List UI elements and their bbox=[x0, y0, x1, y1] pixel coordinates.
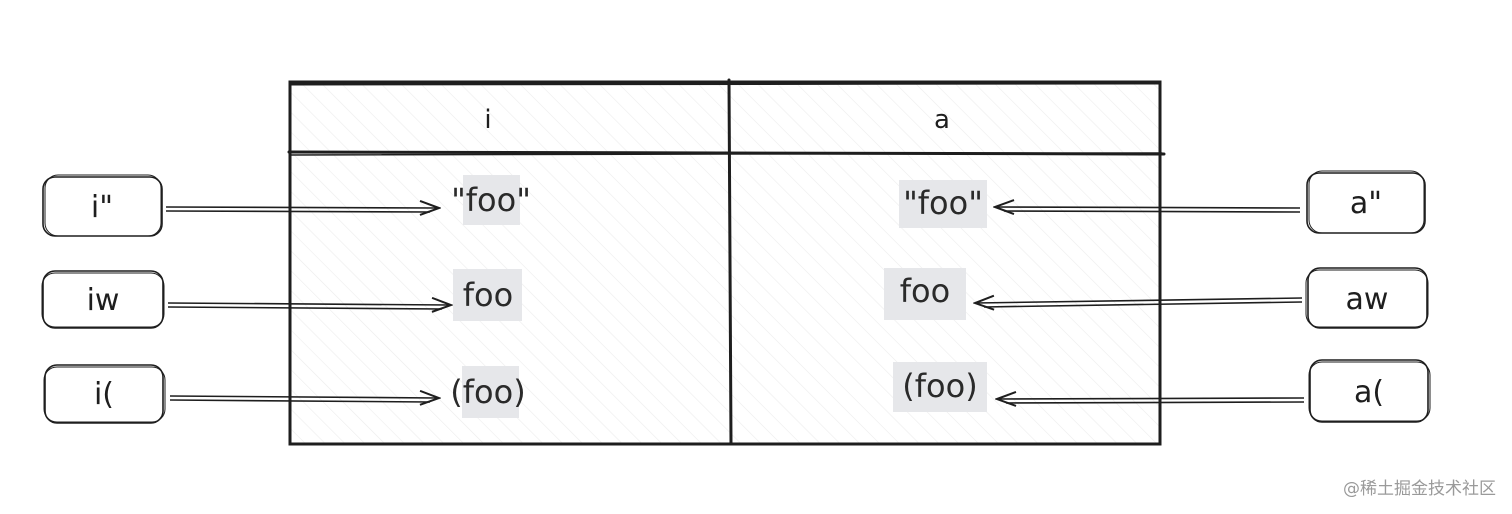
arrow-inner-paren-double bbox=[169, 399, 431, 403]
highlight-around-quote bbox=[899, 180, 987, 228]
arrow-around-paren bbox=[998, 398, 1305, 399]
inner-paren-suffix: ) bbox=[513, 373, 525, 411]
highlight-inner-word bbox=[453, 269, 522, 321]
arrow-around-word bbox=[976, 298, 1303, 303]
highlight-inner-quote bbox=[463, 175, 520, 225]
inner-row-quote: "foo" bbox=[451, 181, 531, 219]
right-command-label-paren: a( bbox=[1354, 375, 1384, 410]
arrow-around-quote bbox=[996, 207, 1301, 208]
inner-paren-word: foo bbox=[463, 373, 513, 411]
inner-quote-prefix: " bbox=[451, 181, 466, 219]
inner-quote-suffix: " bbox=[516, 181, 531, 219]
table-hatch-fill bbox=[290, 82, 1160, 444]
inner-word-word: foo bbox=[463, 276, 513, 314]
arrow-around-quote-double bbox=[1003, 210, 1301, 213]
inner-quote-word: foo bbox=[466, 181, 516, 219]
column-header-i: i bbox=[484, 105, 491, 135]
left-command-label-quote: i" bbox=[91, 190, 113, 225]
around-row-quote: "foo" bbox=[903, 184, 983, 222]
arrow-around-paren-double bbox=[1005, 401, 1305, 404]
column-header-a: a bbox=[934, 105, 950, 135]
right-command-boxes bbox=[1305, 170, 1431, 423]
arrow-inner-word bbox=[167, 303, 450, 305]
inner-column-text: "foo" foo (foo) bbox=[450, 181, 531, 411]
highlight-around-paren bbox=[893, 362, 987, 412]
around-column-text: "foo" foo (foo) bbox=[900, 184, 983, 405]
inner-row-word: foo bbox=[463, 276, 513, 314]
command-box-around-paren bbox=[1308, 359, 1431, 423]
highlight-inner-paren bbox=[462, 366, 519, 418]
command-box-inner-word bbox=[41, 270, 165, 329]
table-frame bbox=[287, 78, 1166, 446]
right-command-label-quote: a" bbox=[1350, 186, 1382, 221]
around-row-word: foo bbox=[900, 272, 950, 310]
inner-paren-prefix: ( bbox=[450, 373, 462, 411]
around-row-paren: (foo) bbox=[902, 367, 977, 405]
command-box-around-quote bbox=[1306, 170, 1426, 234]
left-command-label-paren: i( bbox=[94, 377, 114, 412]
command-box-inner-quote bbox=[42, 174, 163, 237]
left-arrows bbox=[165, 207, 450, 403]
arrow-inner-word-double bbox=[167, 306, 443, 310]
left-command-boxes bbox=[41, 174, 166, 424]
arrow-inner-quote bbox=[165, 207, 438, 208]
arrow-inner-paren bbox=[169, 396, 438, 398]
arrow-around-word-double bbox=[983, 301, 1303, 308]
left-command-label-word: iw bbox=[87, 283, 120, 318]
highlight-around-word bbox=[884, 268, 966, 320]
inner-row-paren: (foo) bbox=[450, 373, 525, 411]
right-arrows bbox=[976, 207, 1305, 404]
command-box-around-word bbox=[1305, 267, 1429, 329]
right-command-label-word: aw bbox=[1346, 282, 1389, 317]
arrow-inner-quote-double bbox=[165, 210, 431, 213]
command-box-inner-paren bbox=[43, 364, 166, 424]
watermark-text: @稀土掘金技术社区 bbox=[1343, 479, 1496, 499]
selection-highlights bbox=[453, 175, 987, 418]
